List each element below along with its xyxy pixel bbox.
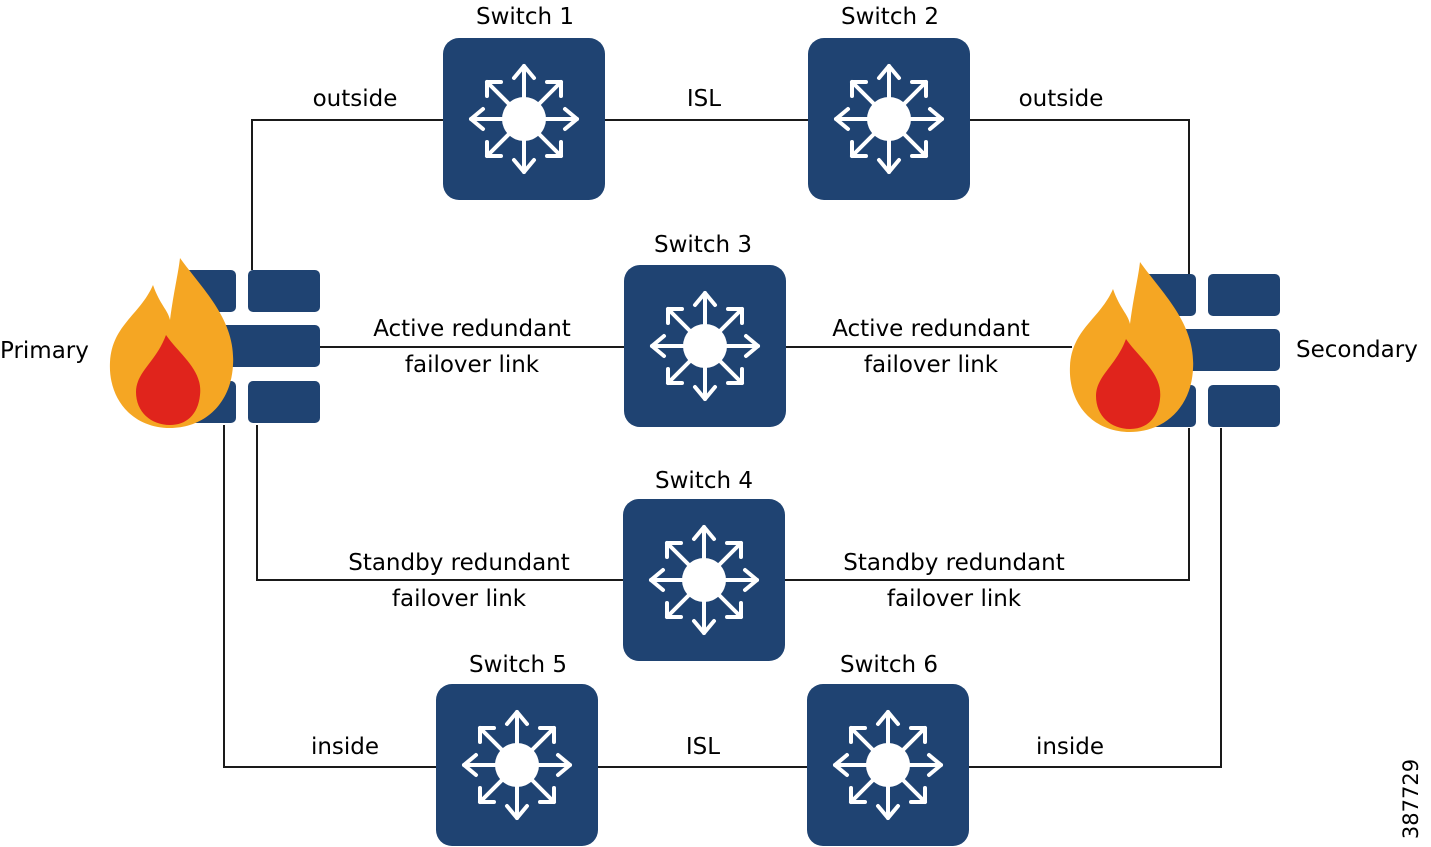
multilayer-switch-icon (805, 682, 971, 847)
outside-left-label: outside (313, 86, 398, 112)
isl-bottom-label: ISL (686, 734, 720, 760)
secondary-label: Secondary (1296, 337, 1418, 363)
standby-right-line1: Standby redundant (843, 550, 1065, 576)
firewall-icon (109, 258, 320, 428)
outside-right-label: outside (1019, 86, 1104, 112)
inside-right-label: inside (1036, 734, 1104, 760)
multilayer-switch-icon (622, 263, 788, 429)
firewall-icon (1069, 262, 1280, 432)
primary-label: Primary (0, 338, 89, 364)
firewall-secondary: Secondary (1069, 262, 1418, 432)
switch-1: Switch 1 (441, 4, 607, 202)
switch-4-label: Switch 4 (655, 468, 753, 494)
switch-6-label: Switch 6 (840, 652, 938, 678)
switch-1-label: Switch 1 (476, 4, 574, 30)
standby-left-line1: Standby redundant (348, 550, 570, 576)
switch-5-label: Switch 5 (469, 652, 567, 678)
multilayer-switch-icon (434, 682, 600, 847)
multilayer-switch-icon (621, 497, 787, 663)
multilayer-switch-icon (806, 36, 972, 202)
multilayer-switch-icon (441, 36, 607, 202)
switch-2-label: Switch 2 (841, 4, 939, 30)
active-right-line2: failover link (864, 352, 999, 378)
standby-left-line2: failover link (392, 586, 527, 612)
switch-4: Switch 4 (621, 468, 787, 663)
wire-outside-right (970, 119, 1190, 274)
wire-inside-right (969, 428, 1222, 768)
isl-top-label: ISL (687, 86, 721, 112)
wire-standby-left (256, 425, 625, 581)
wire-inside-left (223, 425, 437, 768)
inside-left-label: inside (311, 734, 379, 760)
switch-5: Switch 5 (434, 652, 600, 847)
standby-right-line2: failover link (887, 586, 1022, 612)
link-labels: outside ISL outside Active redundant fai… (311, 86, 1104, 760)
active-left-line2: failover link (405, 352, 540, 378)
wire-outside-left (251, 119, 444, 270)
switch-3: Switch 3 (622, 232, 788, 429)
active-left-line1: Active redundant (373, 316, 571, 342)
wire-standby-right (785, 428, 1190, 581)
switch-2: Switch 2 (806, 4, 972, 202)
wires (223, 119, 1222, 768)
active-right-line1: Active redundant (832, 316, 1030, 342)
switch-3-label: Switch 3 (654, 232, 752, 258)
firewall-primary: Primary (0, 258, 320, 428)
switch-6: Switch 6 (805, 652, 971, 847)
figure-id: 387729 (1399, 759, 1423, 839)
